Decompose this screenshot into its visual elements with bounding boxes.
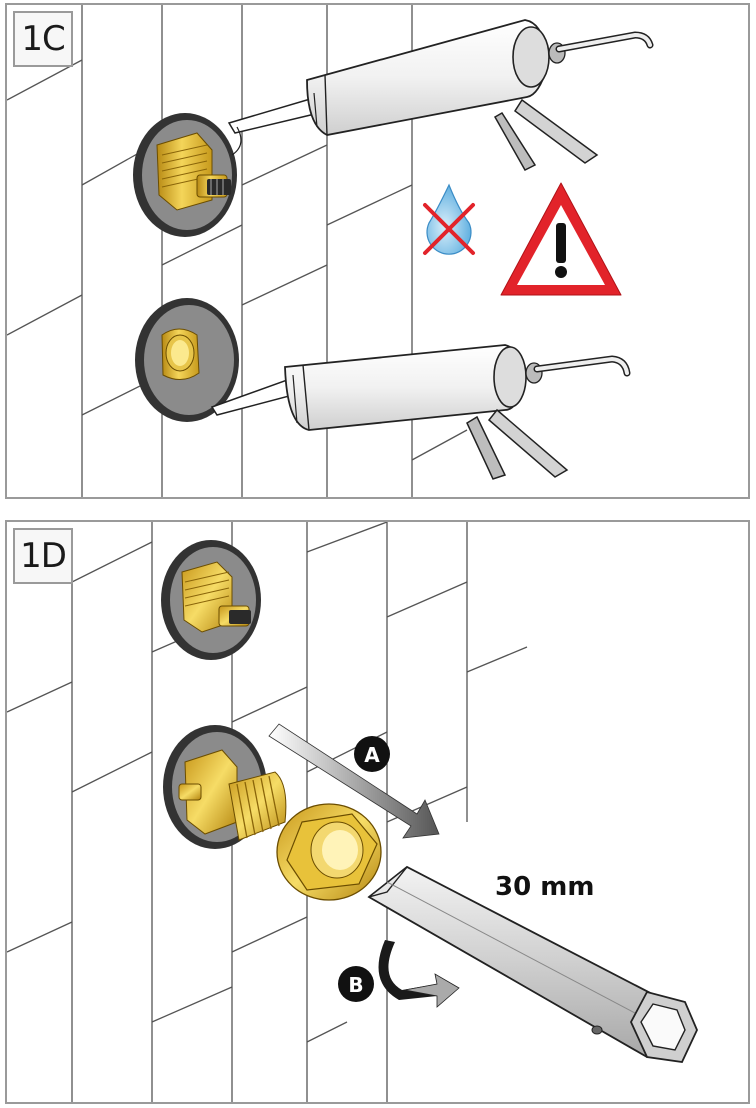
- step-label-1c: 1C: [13, 11, 73, 67]
- silicone-gun-upper: [227, 19, 654, 171]
- step-1d-panel: A B 1D 30 mm: [5, 520, 750, 1104]
- rotation-arrow-b: B: [338, 940, 460, 1008]
- upper-valve-assembly: [133, 113, 237, 237]
- step-1d-illustration: A B: [7, 522, 698, 1102]
- step-label-1d: 1D: [13, 528, 73, 584]
- adapter-nut: [276, 803, 382, 901]
- callout-a-label: A: [364, 743, 380, 767]
- socket-wrench-tool: [367, 865, 698, 1063]
- callout-b-label: B: [348, 973, 363, 997]
- direction-arrow-a: A: [268, 723, 440, 839]
- silicone-gun-lower: [210, 344, 631, 480]
- upper-valve-assembly: [161, 540, 261, 660]
- no-water-icon: [423, 183, 475, 255]
- socket-size-label: 30 mm: [495, 872, 595, 902]
- step-1c-illustration: [7, 5, 654, 497]
- warning-triangle-icon: [500, 182, 622, 296]
- lower-valve-assembly: [135, 298, 239, 422]
- lower-valve-assembly: [163, 725, 287, 849]
- step-1c-panel: 1C: [5, 3, 750, 499]
